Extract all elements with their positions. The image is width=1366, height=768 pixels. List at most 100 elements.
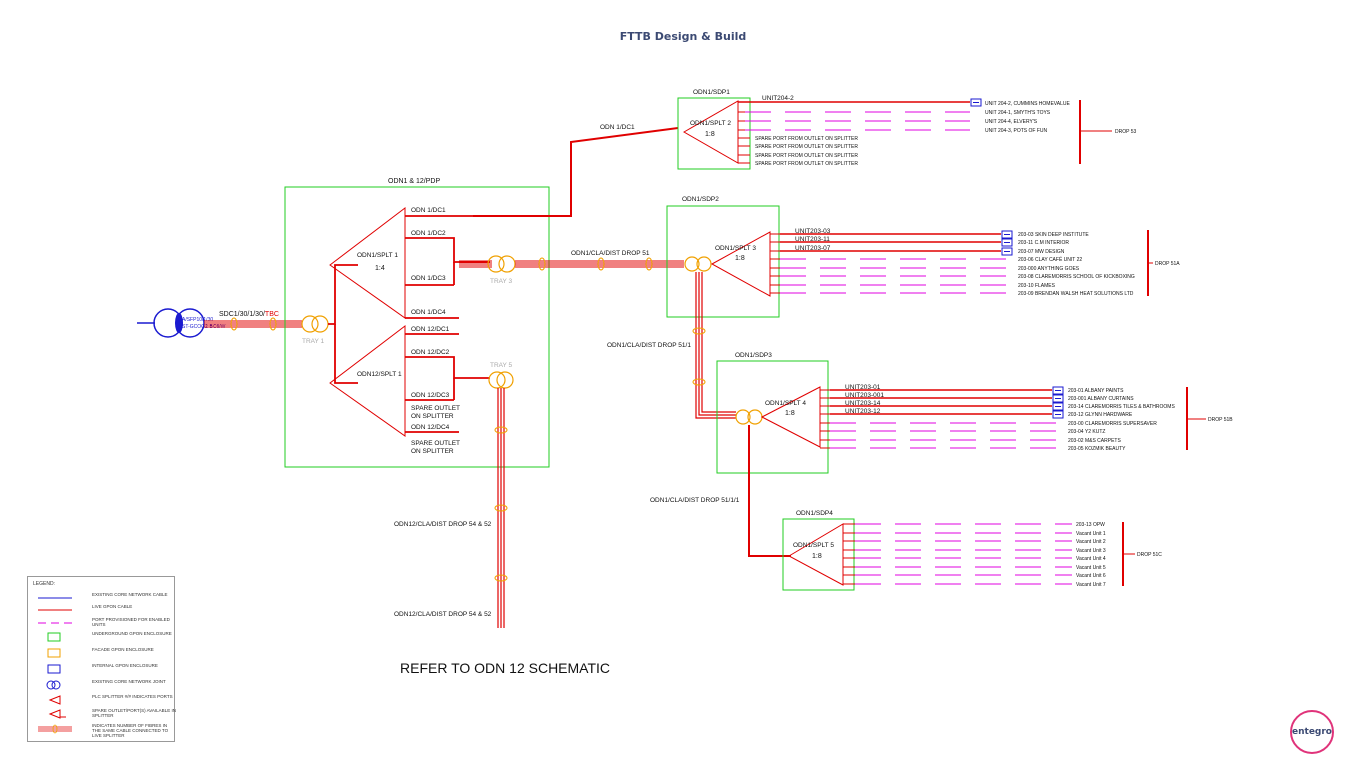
source-cable-label: SDC1/30/1/30/TBC	[219, 311, 279, 318]
sdp2-enclosure	[666, 205, 780, 318]
sdp1-spare: SPARE PORT FROM OUTLET ON SPLITTER	[755, 144, 858, 150]
sdp2-splitter	[710, 231, 771, 297]
drop-51-1-1-cable	[748, 425, 791, 557]
legend-item: INDICATES NUMBER OF FIBRES IN THE SAME C…	[34, 722, 174, 738]
spare-icon	[48, 709, 66, 719]
sdp1-ratio: 1:8	[705, 131, 715, 138]
red-line-icon	[38, 609, 72, 611]
sdp2-unit: 203-03 SKIN DEEP INSTITUTE	[1018, 232, 1089, 238]
cable-joint	[494, 426, 508, 434]
cable-joint	[692, 327, 706, 335]
legend-label: EXISTING CORE NETWORK CABLE	[92, 592, 168, 597]
drop-51-label: ODN1/CLA/DIST DROP 51	[571, 250, 650, 257]
spare-b1: SPARE OUTLET	[411, 440, 460, 447]
sdp2-unit: 203-08 CLAREMORRIS SCHOOL OF KICKBOXING	[1018, 274, 1135, 280]
sdp2-unit-label: UNIT203-03	[795, 228, 831, 235]
legend-item: LIVE GPON CABLE	[34, 603, 174, 615]
internal-enclosure-icon	[1052, 386, 1064, 395]
sdp3-unit: 203-001 ALBANY CURTAINS	[1068, 396, 1134, 402]
dc12-4-label: ODN 12/DC4	[411, 424, 450, 431]
pdp-label: ODN1 & 12/PDP	[388, 178, 440, 185]
legend-item: EXISTING CORE NETWORK CABLE	[34, 591, 174, 603]
dc4-label: ODN 1/DC4	[411, 309, 446, 316]
sdp3-unit: 203-14 CLAREMORRIS TILES & BATHROOMS	[1068, 404, 1175, 410]
pdp-enclosure	[284, 186, 550, 468]
sdp2-ratio: 1:8	[735, 255, 745, 262]
internal-enclosure-icon	[1001, 238, 1013, 247]
sdp1-unit-label: UNIT204-2	[762, 95, 794, 102]
dc1-label: ODN 1/DC1	[411, 207, 446, 214]
cable-joint	[230, 317, 238, 331]
dc12-2-label: ODN 12/DC2	[411, 349, 450, 356]
sdp2-joint	[684, 256, 700, 272]
sdp3-name: ODN1/SDP3	[735, 352, 772, 359]
sdp4-unit: Vacant Unit 1	[1076, 531, 1106, 537]
internal-enclosure-icon	[1001, 230, 1013, 239]
internal-enclosure-icon	[1001, 247, 1013, 256]
tray-3-joint	[487, 255, 505, 273]
dc3-label: ODN 1/DC3	[411, 275, 446, 282]
spare-a1: SPARE OUTLET	[411, 405, 460, 412]
sdp2-name: ODN1/SDP2	[682, 196, 719, 203]
tray-3-joint	[498, 255, 516, 273]
sdp1-unit: UNIT 204-2, CUMMINS HOMEVALUE	[985, 101, 1070, 107]
tray-1-joint	[301, 315, 319, 333]
sdp4-ratio: 1:8	[812, 553, 822, 560]
sdp1-name: ODN1/SDP1	[693, 89, 730, 96]
cable-joint	[538, 257, 546, 271]
source-label-a: A/SFP10/1/30	[182, 317, 213, 323]
sdp4-drop: DROP 51C	[1137, 552, 1162, 558]
source-label-b: ST-GCOG2-BC6/W	[182, 324, 226, 330]
sdp1-unit: UNIT 204-3, POTS OF FUN	[985, 128, 1048, 134]
sdp3-unit: 203-04 Y2 KUTZ	[1068, 429, 1105, 435]
sdp3-unit: 203-12 GLYNN HARDWARE	[1068, 412, 1133, 418]
sdp2-unit: 203-10 FLAMES	[1018, 283, 1056, 289]
joint-icon	[46, 680, 61, 690]
sdp1-unit: UNIT 204-4, ELVERY'S	[985, 119, 1038, 125]
sdp3-enclosure	[716, 360, 829, 474]
drop-51-cable	[515, 260, 684, 268]
dc1-cable-label: ODN 1/DC1	[600, 124, 635, 131]
tray-1-joint	[311, 315, 329, 333]
sdp3-unit: 203-05 KOZMIK BEAUTY	[1068, 446, 1126, 452]
blue-box-icon	[47, 664, 61, 674]
sdp2-drop: DROP 51A	[1155, 261, 1180, 267]
sdp2-splt: ODN1/SPLT 3	[715, 245, 756, 252]
legend-item: FACADE GPON ENCLOSURE	[34, 646, 174, 658]
tray-5-joint	[496, 371, 514, 389]
sdp2-unit: 203-000 ANYTHING GOES	[1018, 266, 1080, 272]
legend-item: INTERNAL GPON ENCLOSURE	[34, 662, 174, 674]
internal-enclosure-icon	[970, 98, 982, 107]
cable-joint	[494, 574, 508, 582]
cable-joint	[597, 257, 605, 271]
spare-a2: ON SPLITTER	[411, 413, 454, 420]
legend-label: FACADE GPON ENCLOSURE	[92, 647, 154, 652]
legend-label: INTERNAL GPON ENCLOSURE	[92, 663, 158, 668]
dashed-line-icon	[38, 622, 72, 624]
sdp4-unit: Vacant Unit 6	[1076, 573, 1106, 579]
sdp1-spare: SPARE PORT FROM OUTLET ON SPLITTER	[755, 161, 858, 167]
dc12-3-label: ODN 12/DC3	[411, 392, 450, 399]
legend-label: SPARE OUTLET/PORT(S) AVAILABLE IN SPLITT…	[92, 708, 176, 718]
cable-joint	[645, 257, 653, 271]
tray-1-label: TRAY 1	[302, 338, 325, 345]
sdp3-splitter	[760, 386, 821, 448]
internal-enclosure-icon	[1052, 410, 1064, 419]
splitter-12	[329, 324, 406, 437]
sdp1-spare: SPARE PORT FROM OUTLET ON SPLITTER	[755, 153, 858, 159]
splitter-icon	[48, 695, 61, 705]
legend-label: EXISTING CORE NETWORK JOINT	[92, 679, 166, 684]
legend-item: PLC SPLITTER #/# INDICATES PORTS	[34, 693, 174, 705]
sdp3-unit: 203-01 ALBANY PAINTS	[1068, 388, 1124, 394]
sdp3-unit-label: UNIT203-14	[845, 400, 881, 407]
drop-51-1-cable	[695, 272, 736, 419]
sdp3-unit-label: UNIT203-01	[845, 384, 881, 391]
sdp4-unit: Vacant Unit 5	[1076, 565, 1106, 571]
sdp4-unit: Vacant Unit 7	[1076, 582, 1106, 588]
sdp3-splt: ODN1/SPLT 4	[765, 400, 806, 407]
sdp4-enclosure	[782, 518, 855, 591]
cable-joint	[692, 378, 706, 386]
cable-joint	[269, 317, 277, 331]
legend-item: PORT PROVISIONED FOR ENABLED UNITS	[34, 616, 174, 628]
legend-label: UNDERGROUND GPON ENCLOSURE	[92, 631, 172, 636]
